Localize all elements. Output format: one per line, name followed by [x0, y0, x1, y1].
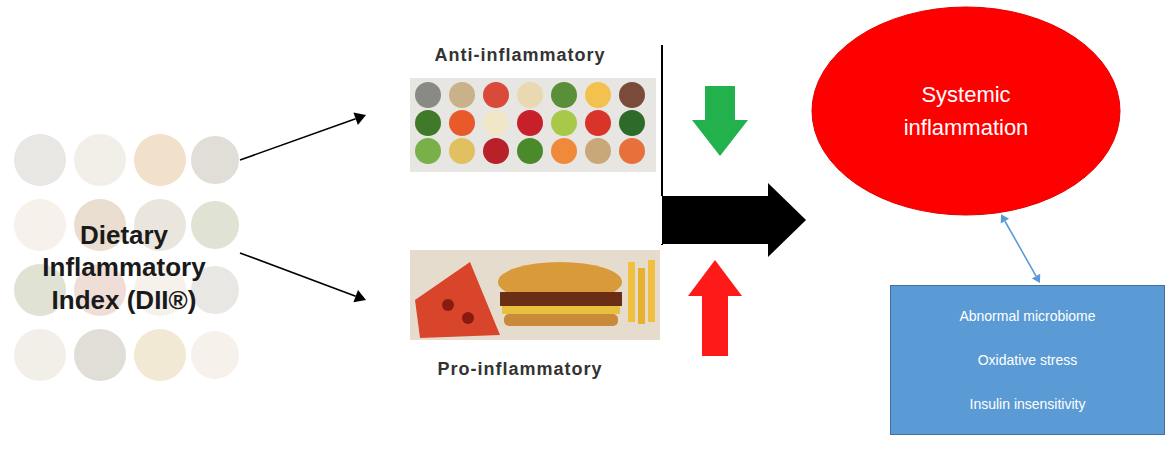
ellipse-outline — [810, 5, 1122, 217]
index-panel: Dietary Inflammatory Index (DII®) — [8, 135, 240, 400]
block-arrow-body — [662, 196, 768, 220]
connector — [240, 112, 366, 160]
food-bowl — [74, 329, 126, 381]
photo-ground — [410, 250, 660, 340]
connector — [1001, 214, 1040, 283]
food-panel: Anti-inflammatory — [372, 45, 668, 177]
food-bowl — [191, 136, 239, 184]
food-item — [415, 138, 441, 164]
up-arrow — [688, 260, 742, 356]
food-item — [483, 110, 509, 136]
connector-stub — [661, 45, 663, 196]
pizza-slice — [415, 262, 500, 338]
food-item — [415, 110, 441, 136]
food-bowls — [14, 134, 239, 381]
food-bowl — [14, 134, 66, 186]
food-bowl — [74, 134, 126, 186]
block-arrow-head — [768, 183, 806, 220]
food-item — [551, 138, 577, 164]
node-label: Abnormal microbiome — [959, 308, 1095, 324]
node-label: Insulin insensitivity — [970, 396, 1086, 412]
connector — [240, 253, 366, 302]
connector — [662, 220, 806, 257]
food-item — [551, 82, 577, 108]
burger-cheese — [502, 306, 620, 314]
block-arrow-head — [768, 220, 806, 257]
connector-line — [1005, 221, 1036, 276]
burger-patty — [500, 292, 622, 306]
food-item — [483, 138, 509, 164]
block-arrow-body — [662, 220, 768, 244]
food-bowl — [191, 201, 239, 249]
food-item — [449, 82, 475, 108]
connector — [662, 45, 806, 220]
food-item — [517, 110, 543, 136]
food-item — [517, 138, 543, 164]
pizza-topping — [462, 312, 474, 324]
down-arrow — [692, 86, 748, 156]
food-bowl — [134, 134, 186, 186]
outcome-ellipse: Systemic inflammation — [810, 5, 1122, 217]
food-item — [619, 82, 645, 108]
node-label: Systemic inflammation — [891, 78, 1041, 144]
food-bowl — [14, 329, 66, 381]
burger-bun — [504, 314, 618, 326]
node-label: Oxidative stress — [978, 352, 1078, 368]
connector-line — [240, 253, 356, 296]
connector-stub — [661, 244, 663, 245]
food-item — [517, 82, 543, 108]
fries — [648, 260, 655, 322]
food-item — [449, 138, 475, 164]
mechanism-box: Abnormal microbiomeOxidative stressInsul… — [890, 285, 1165, 435]
anti-inflammatory-food-photo — [410, 78, 656, 172]
food-item — [449, 110, 475, 136]
food-item — [585, 110, 611, 136]
food-item — [585, 82, 611, 108]
node-label: Dietary Inflammatory Index (DII®) — [29, 219, 219, 317]
node-label: Anti-inflammatory — [431, 45, 608, 66]
ellipse-shape — [812, 7, 1120, 215]
food-bowl — [191, 331, 239, 379]
food-item — [585, 138, 611, 164]
pizza-topping — [442, 299, 454, 311]
node-label: Pro-inflammatory — [434, 359, 605, 380]
fries — [638, 268, 645, 324]
food-item — [619, 138, 645, 164]
photo-ground — [410, 78, 656, 172]
fries — [628, 262, 635, 322]
pro-inflammatory-food-photo — [410, 250, 660, 340]
connector-line — [240, 119, 356, 160]
food-item — [619, 110, 645, 136]
food-bowl — [14, 199, 66, 251]
food-bowl — [134, 329, 186, 381]
food-item — [551, 110, 577, 136]
food-item — [483, 82, 509, 108]
food-item — [415, 82, 441, 108]
food-panel: Pro-inflammatory — [372, 245, 668, 380]
